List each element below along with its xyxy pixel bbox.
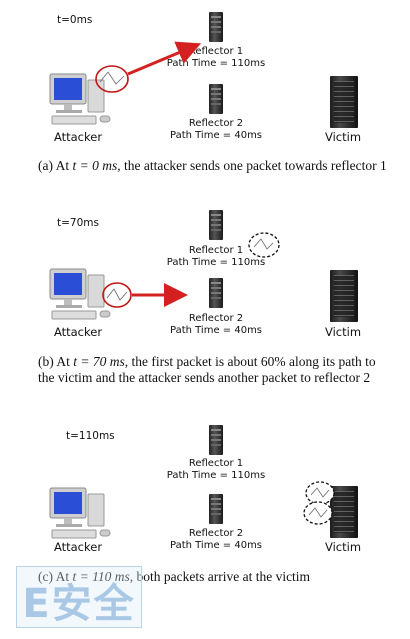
watermark-text: E安全: [22, 581, 136, 627]
attacker-label: Attacker: [53, 130, 103, 144]
victim-label: Victim: [324, 325, 362, 339]
caption-prefix: (b) At: [38, 354, 74, 369]
victim-server-icon: [330, 76, 358, 128]
packet-arrow: [102, 232, 280, 308]
caption-suffix: , the first packet is about 60% along it…: [38, 354, 376, 385]
attacker-computer-icon: [49, 268, 111, 320]
reflector-2-server-icon: [209, 84, 223, 114]
reflector-2-server-icon: [209, 278, 223, 308]
reflector-2-path-time: Path Time = 40ms: [169, 325, 263, 336]
victim-server-icon: [330, 486, 358, 538]
reflector-1-path-time: Path Time = 110ms: [166, 257, 266, 268]
reflector-2-path-time: Path Time = 40ms: [169, 540, 263, 551]
time-label: t=70ms: [57, 217, 99, 229]
time-label: t=110ms: [66, 430, 115, 442]
reflector-1-label: Reflector 1: [188, 458, 244, 469]
reflector-2-label: Reflector 2: [188, 313, 244, 324]
reflector-1-label: Reflector 1: [188, 46, 244, 57]
attacker-label: Attacker: [53, 540, 103, 554]
panel-b: t=70ms Reflector 1 Path Time = 110ms Ref…: [0, 205, 410, 420]
time-label: t=0ms: [57, 14, 93, 26]
caption-prefix: (a) At: [38, 158, 73, 173]
reflector-1-path-time: Path Time = 110ms: [166, 470, 266, 481]
reflector-1-path-time: Path Time = 110ms: [166, 58, 266, 69]
caption-c: (c) At t = 110 ms, both packets arrive a…: [38, 569, 388, 585]
reflector-1-label: Reflector 1: [188, 245, 244, 256]
panel-c: t=110ms Reflector 1 Path Time = 110ms Re…: [0, 420, 410, 590]
caption-math: t = 110 ms: [72, 569, 130, 584]
caption-math: t = 70 ms: [73, 354, 125, 369]
caption-b: (b) At t = 70 ms, the first packet is ab…: [38, 354, 388, 386]
reflector-1-server-icon: [209, 12, 223, 42]
caption-a: (a) At t = 0 ms, the attacker sends one …: [38, 158, 388, 174]
attacker-computer-icon: [49, 487, 111, 539]
caption-suffix: , both packets arrive at the victim: [129, 569, 311, 584]
victim-label: Victim: [324, 130, 362, 144]
reflector-2-path-time: Path Time = 40ms: [169, 130, 263, 141]
reflector-2-label: Reflector 2: [188, 528, 244, 539]
reflector-1-server-icon: [209, 210, 223, 240]
packet-arrow: [95, 41, 202, 93]
victim-server-icon: [330, 270, 358, 322]
attacker-computer-icon: [49, 73, 111, 125]
reflector-2-label: Reflector 2: [188, 118, 244, 129]
caption-math: t = 0 ms: [72, 158, 118, 173]
victim-label: Victim: [324, 540, 362, 554]
arriving-packets: [303, 481, 335, 525]
watermark-logo: E安全: [16, 566, 142, 628]
caption-prefix: (c) At: [38, 569, 73, 584]
reflector-1-server-icon: [209, 425, 223, 455]
attacker-label: Attacker: [53, 325, 103, 339]
reflector-2-server-icon: [209, 494, 223, 524]
caption-suffix: , the attacker sends one packet towards …: [117, 158, 387, 173]
panel-a: t=0ms Reflector 1 Path Time = 110ms Refl…: [0, 0, 410, 200]
